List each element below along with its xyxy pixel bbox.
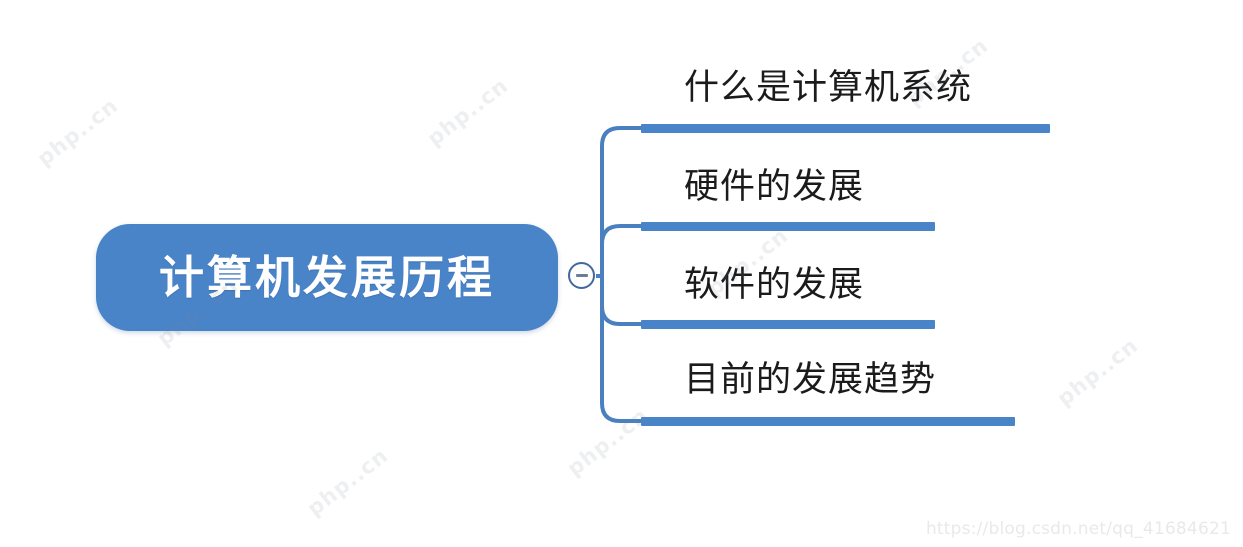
branch-label-4: 目前的发展趋势 — [684, 360, 937, 400]
branch-bar-1 — [641, 124, 1050, 133]
minus-circle-icon — [575, 274, 588, 277]
branch-label-1: 什么是计算机系统 — [684, 68, 973, 108]
branch-bar-2 — [641, 222, 935, 231]
branch-bar-4 — [641, 417, 1015, 426]
connector-branch-2 — [600, 224, 645, 278]
branch-label-2: 硬件的发展 — [684, 167, 865, 207]
collapse-toggle[interactable] — [568, 262, 595, 289]
connector-branch-4 — [600, 274, 645, 423]
footer-watermark: https://blog.csdn.net/qq_41684621 — [925, 519, 1231, 539]
connector-branch-3 — [600, 274, 645, 326]
connector-branch-1 — [600, 126, 645, 278]
branch-bar-3 — [641, 320, 935, 329]
root-node-label: 计算机发展历程 — [158, 251, 495, 304]
root-node[interactable]: 计算机发展历程 — [96, 224, 558, 331]
branch-label-3: 软件的发展 — [684, 265, 865, 305]
